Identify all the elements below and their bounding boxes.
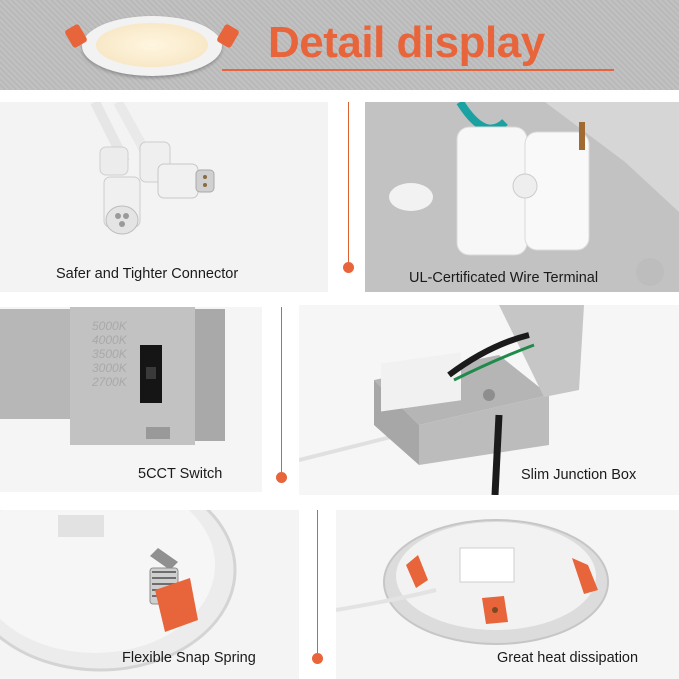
separator-dot <box>343 262 354 273</box>
cct-label: 2700K <box>92 375 127 389</box>
caption-snap-spring: Flexible Snap Spring <box>122 650 256 666</box>
snap-spring-image <box>0 510 299 679</box>
cct-label: 3000K <box>92 361 127 375</box>
separator-dot <box>276 472 287 483</box>
detail-card-cct-switch: 5000K 4000K 3500K 3000K 2700K 5CCT Switc… <box>0 307 262 492</box>
header-banner: Detail display <box>0 0 679 90</box>
caption-cct-switch: 5CCT Switch <box>138 466 223 482</box>
page-title: Detail display <box>268 18 545 67</box>
cct-label: 5000K <box>92 319 127 333</box>
detail-card-heat-dissipation: Great heat dissipation <box>336 510 679 679</box>
detail-card-junction-box: Slim Junction Box <box>299 305 679 495</box>
separator-dot <box>312 653 323 664</box>
separator-line <box>317 510 318 653</box>
caption-wire-terminal: UL-Certificated Wire Terminal <box>409 270 599 286</box>
caption-heat-dissipation: Great heat dissipation <box>497 650 639 666</box>
heat-dissipation-image <box>336 510 679 679</box>
cct-switch-labels: 5000K 4000K 3500K 3000K 2700K <box>92 319 127 389</box>
detail-card-snap-spring: Flexible Snap Spring <box>0 510 299 679</box>
wire-terminal-image <box>365 102 679 292</box>
detail-card-connector: Safer and Tighter Connector <box>0 102 328 292</box>
separator-line <box>281 307 282 472</box>
cct-label: 3500K <box>92 347 127 361</box>
panel-light-glow <box>96 23 208 67</box>
title-underline <box>222 69 614 71</box>
separator-line <box>348 102 349 262</box>
cct-switch-image <box>0 307 262 492</box>
detail-card-wire-terminal: UL-Certificated Wire Terminal <box>365 102 679 292</box>
caption-junction-box: Slim Junction Box <box>521 467 637 483</box>
caption-connector: Safer and Tighter Connector <box>56 266 239 282</box>
connector-image <box>0 102 328 292</box>
cct-label: 4000K <box>92 333 127 347</box>
junction-box-image <box>299 305 679 495</box>
